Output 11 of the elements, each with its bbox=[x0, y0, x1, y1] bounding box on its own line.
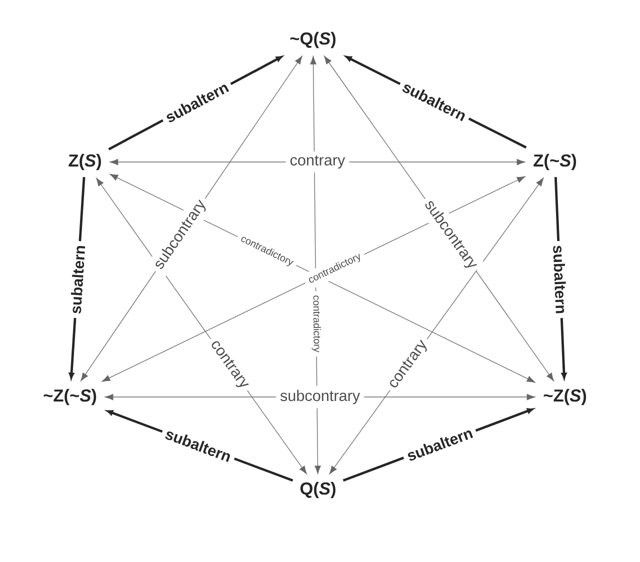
edge-label: subaltern bbox=[548, 240, 572, 318]
node-label: ~Z(~S) bbox=[44, 388, 96, 406]
node-label: Z(~S) bbox=[534, 154, 576, 170]
node-label: Q(S) bbox=[300, 482, 336, 498]
edge-label: contrary bbox=[286, 151, 350, 173]
node-label: ~Q(S) bbox=[290, 32, 336, 48]
node-label: ~Z(S) bbox=[544, 388, 586, 406]
edge-label: contradictory bbox=[307, 291, 326, 357]
node-label: Z(S) bbox=[68, 154, 101, 170]
edge-label: subaltern bbox=[65, 240, 90, 319]
edge-label: subcontrary bbox=[276, 386, 364, 408]
